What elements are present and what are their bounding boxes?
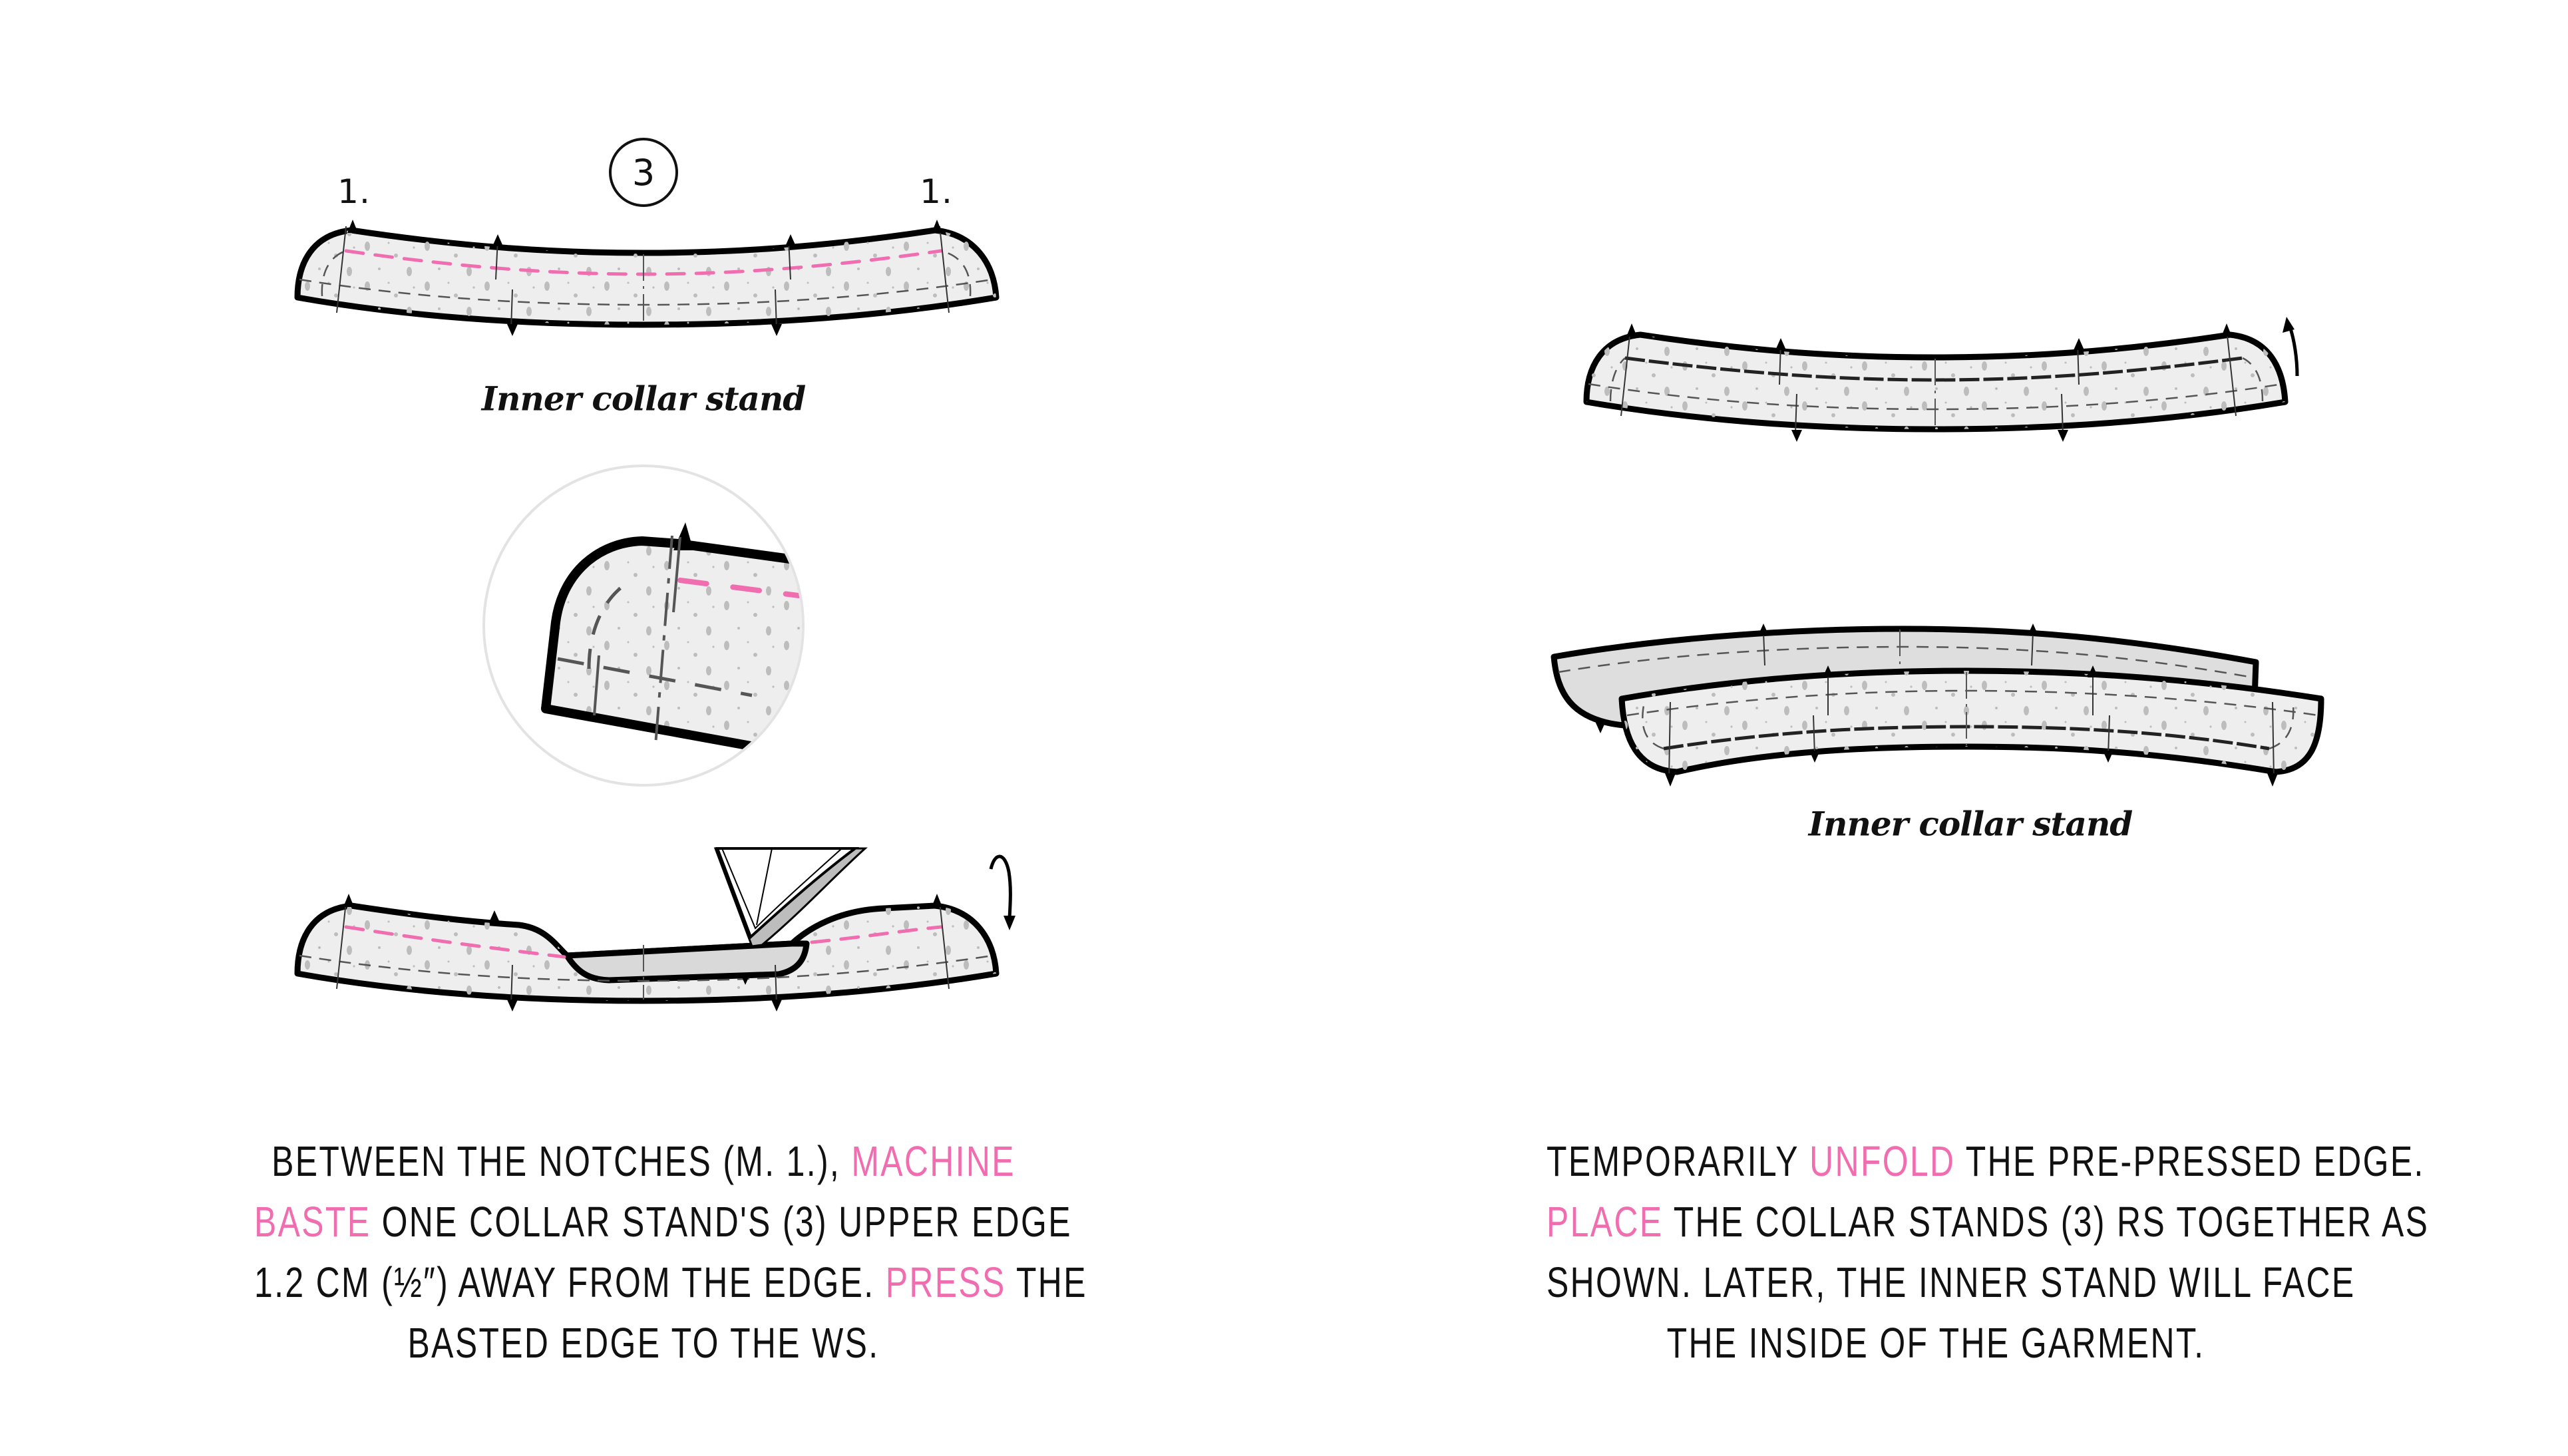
instruction-right: Temporarily unfold the pre-pressed edge.… [1437,1131,2435,1373]
instruction-text: shown. Later, the inner stand will face [1547,1258,2356,1306]
highlighted-action-word: Press [885,1258,1006,1306]
highlighted-action-word: Place [1547,1198,1664,1246]
instruction-line: the inside of the garment. [1547,1313,2325,1373]
caption-inner-collar-stand-right: Inner collar stand [1808,804,2133,844]
piece-number: 3 [632,151,655,194]
unfold-up-arrow-icon [2287,324,2299,377]
instruction-line: basted edge to the WS. [254,1313,1033,1373]
instruction-line: Between the notches (m. 1.), machine [254,1131,1033,1192]
instruction-text: Temporarily [1547,1137,1810,1185]
corner-detail-magnifier [482,464,805,787]
notch-label-right: 1. [920,172,953,211]
notch-label-left: 1. [337,172,371,211]
highlighted-action-word: machine [851,1137,1015,1185]
highlighted-action-word: unfold [1809,1137,1956,1185]
instruction-left: Between the notches (m. 1.), machinebast… [144,1131,1143,1373]
instruction-text: one collar stand's (3) upper edge [371,1198,1072,1246]
instruction-line: shown. Later, the inner stand will face [1547,1252,2354,1313]
collar-stands-rs-together [1551,624,2324,787]
fold-down-arrow-icon [989,854,1012,919]
instruction-text: Between the notches (m. 1.), [272,1137,852,1185]
instruction-line: Place the collar stands (3) RS together … [1547,1192,2428,1252]
notch-marker-icon [347,220,358,233]
instruction-text: the [1006,1258,1087,1306]
highlighted-action-word: baste [254,1198,371,1246]
instruction-line: baste one collar stand's (3) upper edge [254,1192,1071,1252]
pressing-collar-stand [294,847,1015,1011]
caption-inner-collar-stand-left: Inner collar stand [481,379,807,419]
instruction-text: 1.2 cm (½″) away from the edge. [254,1258,886,1306]
piece-number-badge: 3 [609,138,678,207]
instruction-text: basted edge to the WS. [407,1319,880,1367]
instruction-text: the collar stands (3) RS together as [1663,1198,2430,1246]
instruction-text: the pre-pressed edge. [1955,1137,2425,1185]
instruction-line: Temporarily unfold the pre-pressed edge. [1547,1131,2423,1192]
collar-stand-unfolded [1583,317,2299,442]
inner-collar-stand-top [294,220,1000,336]
instruction-line: 1.2 cm (½″) away from the edge. Press th… [254,1252,1085,1313]
instruction-text: the inside of the garment. [1666,1319,2205,1367]
iron-icon [713,847,868,948]
